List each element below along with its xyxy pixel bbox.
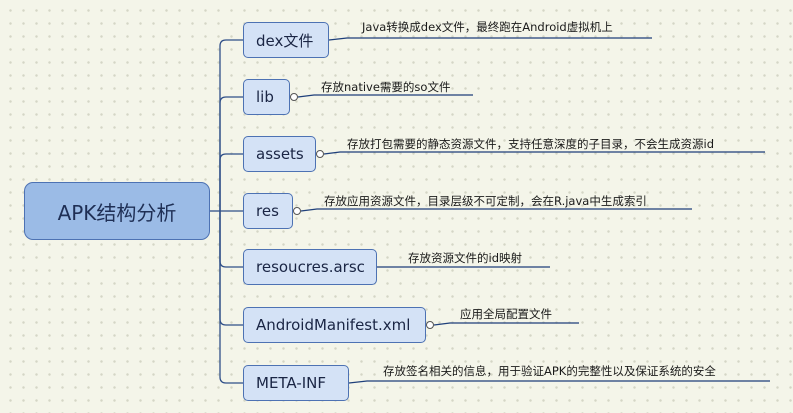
collapse-toggle-manifest[interactable] <box>426 321 434 329</box>
note-resoucres-arsc: 存放资源文件的id映射 <box>408 251 522 265</box>
note-underline-0 <box>328 37 652 41</box>
note-underline-1 <box>297 94 473 98</box>
branch-connector-1 <box>219 96 243 211</box>
branch-label-dex: dex文件 <box>256 31 314 50</box>
note-lib: 存放native需要的so文件 <box>321 80 451 94</box>
branch-label-assets: assets <box>256 145 304 163</box>
branch-node-lib[interactable]: lib <box>243 79 290 115</box>
branch-label-android-manifest: AndroidManifest.xml <box>256 316 411 334</box>
note-underline-3 <box>300 208 692 212</box>
branch-label-res: res <box>256 202 279 220</box>
note-res: 存放应用资源文件，目录层级不可定制，会在R.java中生成索引 <box>324 194 647 208</box>
note-underline-6 <box>348 380 770 384</box>
branch-connector-2 <box>219 153 243 211</box>
note-dex: Java转换成dex文件，最终跑在Android虚拟机上 <box>362 20 613 34</box>
branch-node-dex[interactable]: dex文件 <box>243 22 329 58</box>
branch-connector-0 <box>219 39 243 211</box>
note-underline-5 <box>433 322 579 326</box>
note-meta-inf: 存放签名相关的信息，用于验证APK的完整性以及保证系统的安全 <box>383 364 716 378</box>
branch-node-assets[interactable]: assets <box>243 136 316 172</box>
branch-node-meta-inf[interactable]: META-INF <box>243 365 349 401</box>
branch-node-android-manifest[interactable]: AndroidManifest.xml <box>243 307 426 343</box>
note-android-manifest: 应用全局配置文件 <box>460 307 552 321</box>
branch-label-lib: lib <box>256 88 274 106</box>
note-assets: 存放打包需要的静态资源文件，支持任意深度的子目录，不会生成资源id <box>347 137 714 151</box>
branch-connector-5 <box>219 211 243 326</box>
note-underline-2 <box>323 151 765 155</box>
branch-label-meta-inf: META-INF <box>256 374 327 392</box>
branch-node-res[interactable]: res <box>243 193 293 229</box>
root-node[interactable]: APK结构分析 <box>24 182 210 240</box>
collapse-toggle-assets[interactable] <box>316 150 324 158</box>
root-label: APK结构分析 <box>57 200 177 225</box>
collapse-toggle-res[interactable] <box>293 207 301 215</box>
branch-node-resoucres-arsc[interactable]: resoucres.arsc <box>243 249 377 285</box>
branch-connector-4 <box>219 211 243 268</box>
branch-connector-6 <box>219 211 243 384</box>
branch-label-resoucres-arsc: resoucres.arsc <box>256 258 365 276</box>
collapse-toggle-lib[interactable] <box>290 93 298 101</box>
